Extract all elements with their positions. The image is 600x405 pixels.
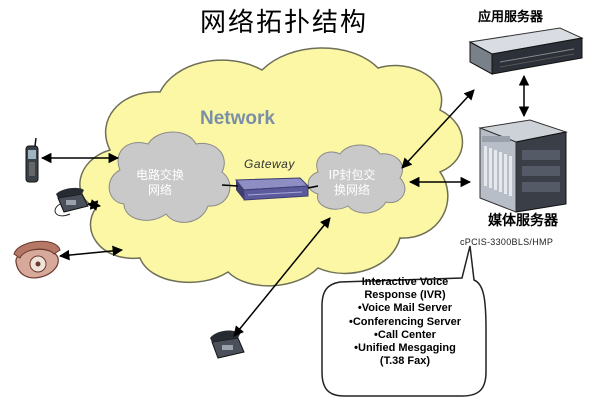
ivr-line: •Voice Mail Server (357, 302, 453, 315)
ivr-line: •Conferencing Server (348, 315, 462, 328)
ip-phone-icon (210, 330, 245, 359)
ivr-callout-text: Interactive Voice Response (IVR) •Voice … (330, 276, 480, 394)
network-label: Network (200, 108, 275, 129)
arrow-deskphone-circuit (86, 199, 102, 211)
rotary-phone-icon (13, 240, 61, 279)
page-title: 网络拓扑结构 (200, 8, 369, 38)
ivr-line: •Unified Mesgaging (354, 342, 456, 355)
cell-phone-icon (25, 137, 39, 183)
arrow-ipnetwork-appserver (401, 89, 475, 169)
ip-network-label: IP封包交 换网络 (328, 168, 376, 197)
arrow-ipphone-ipnetwork (233, 217, 331, 337)
link-circuit-gateway (221, 184, 239, 187)
ivr-callout-bubble (321, 245, 487, 397)
ivr-line: •Call Center (374, 328, 436, 341)
connection-arrows (40, 74, 530, 337)
ivr-line: (T.38 Fax) (379, 355, 431, 368)
app-server-label: 应用服务器 (478, 10, 544, 25)
rack-server-icon (468, 27, 584, 75)
media-server-label: 媒体服务器 (488, 213, 558, 229)
gateway-device-icon (234, 177, 310, 201)
network-cloud (79, 47, 464, 287)
media-server-icon (478, 119, 568, 213)
ivr-line: Response (IVR) (364, 289, 446, 302)
arrow-rotaryphone-circuit (58, 245, 124, 261)
circuit-switch-cloud (108, 131, 231, 223)
ip-network-cloud (307, 144, 406, 214)
gateway-label: Gateway (244, 157, 295, 171)
media-server-model: cPCIS-3300BLS/HMP (460, 237, 554, 247)
ivr-line: Interactive Voice (361, 276, 449, 288)
link-gateway-ip (307, 185, 319, 189)
circuit-switch-label: 电路交换 网络 (135, 168, 184, 197)
desk-phone-icon (54, 187, 89, 217)
